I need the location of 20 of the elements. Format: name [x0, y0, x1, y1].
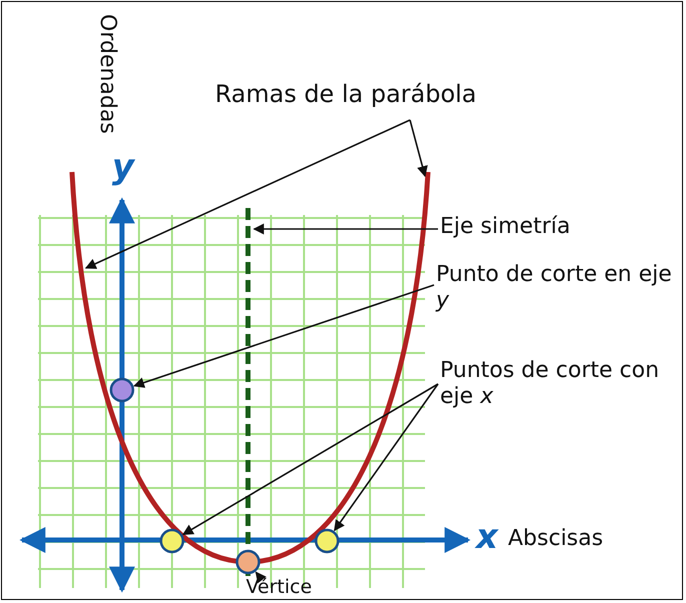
- callout-text: Puntos de corte con eje x: [440, 358, 680, 411]
- callout-text: Punto de corte en eje y: [436, 262, 676, 315]
- callout-text: Ramas de la parábola: [215, 80, 477, 109]
- vertex-point: [236, 550, 260, 574]
- leader-arrow: [409, 120, 428, 178]
- intercept-point: [314, 528, 340, 554]
- axis-letter: y: [112, 150, 134, 184]
- axis-title: Abscisas: [508, 526, 604, 552]
- leader-arrow: [255, 571, 266, 584]
- callout-text: Eje simetría: [440, 214, 570, 240]
- leader-arrow: [252, 224, 438, 234]
- leader-arrow: [182, 383, 438, 536]
- intercept-point: [110, 378, 134, 402]
- callout-text: Vértice: [246, 576, 312, 599]
- axis-title: Ordenadas: [94, 14, 120, 134]
- axis-letter: x: [476, 520, 498, 554]
- leader-arrow: [334, 384, 439, 532]
- leader-arrow: [85, 119, 410, 269]
- leader-arrow: [133, 284, 434, 388]
- intercept-point: [160, 528, 184, 554]
